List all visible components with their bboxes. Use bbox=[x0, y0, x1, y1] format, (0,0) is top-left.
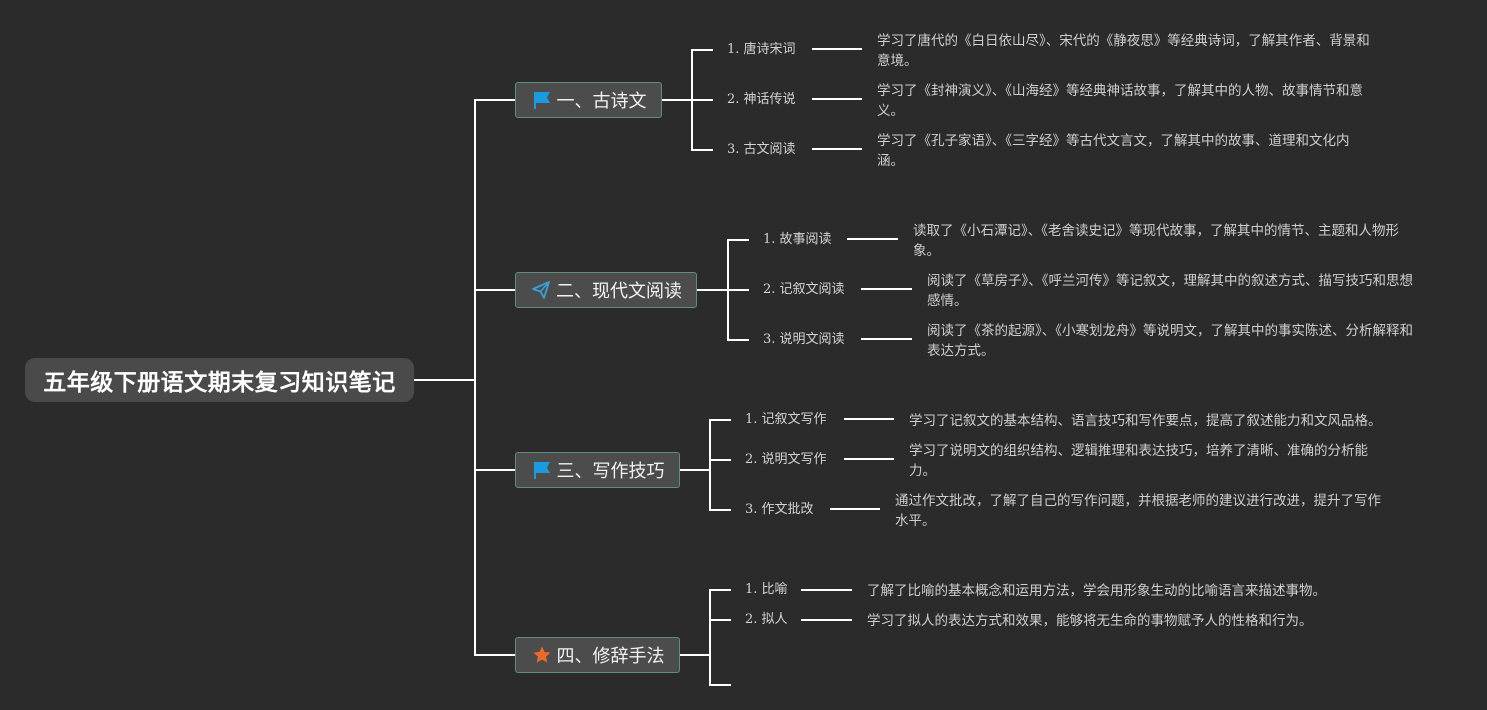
connector-b4-stem bbox=[679, 589, 711, 686]
connector-b1-stem bbox=[661, 49, 693, 151]
subtopic-personification[interactable]: 2. 拟人 bbox=[745, 612, 788, 627]
subtopic-note[interactable]: 学习了拟人的表达方式和效果，能够将无生命的事物赋予人的性格和行为。 bbox=[867, 613, 1313, 629]
subtopic-note[interactable]: 学习了《孔子家语》、《三字经》等古代文言文，了解其中的故事、道理和文化内涵。 bbox=[877, 133, 1350, 169]
subtopic-note[interactable]: 阅读了《草房子》、《呼兰河传》等记叙文，理解其中的叙述方式、描写技巧和思想感情。 bbox=[927, 273, 1413, 309]
subtopic-note[interactable]: 了解了比喻的基本概念和运用方法，学会用形象生动的比喻语言来描述事物。 bbox=[867, 583, 1326, 599]
paper-plane-icon bbox=[530, 279, 552, 301]
subtopic-story-reading[interactable]: 1. 故事阅读 bbox=[763, 232, 832, 247]
subtopic-classical-reading[interactable]: 3. 古文阅读 bbox=[727, 142, 796, 157]
flag-icon bbox=[531, 459, 553, 481]
branch-topic-label: 三、写作技巧 bbox=[556, 461, 665, 482]
subtopic-note[interactable]: 学习了说明文的组织结构、逻辑推理和表达技巧，培养了清晰、准确的分析能力。 bbox=[909, 443, 1368, 479]
subtopic-tang-song-poetry[interactable]: 1. 唐诗宋词 bbox=[727, 42, 796, 57]
subtopic-expository-reading[interactable]: 3. 说明文阅读 bbox=[763, 332, 845, 347]
branch-topic-rhetoric[interactable]: 四、修辞手法 bbox=[515, 637, 680, 673]
branch-topic-label: 一、古诗文 bbox=[556, 91, 647, 112]
branch-topic-label: 四、修辞手法 bbox=[556, 646, 665, 667]
subtopic-note[interactable]: 学习了记叙文的基本结构、语言技巧和写作要点，提高了叙述能力和文风品格。 bbox=[909, 413, 1382, 429]
star-icon bbox=[531, 644, 553, 666]
branch-topic-ancient-poetry[interactable]: 一、古诗文 bbox=[515, 82, 662, 118]
subtopic-note[interactable]: 学习了《封神演义》、《山海经》等经典神话故事，了解其中的人物、故事情节和意义。 bbox=[877, 83, 1363, 119]
subtopic-note[interactable]: 阅读了《茶的起源》、《小寒划龙舟》等说明文，了解其中的事实陈述、分析解释和表达方… bbox=[927, 323, 1413, 359]
root-topic[interactable]: 五年级下册语文期末复习知识笔记 bbox=[25, 358, 414, 402]
root-topic-label: 五年级下册语文期末复习知识笔记 bbox=[43, 370, 396, 396]
branch-topic-label: 二、现代文阅读 bbox=[556, 281, 682, 302]
connector-b3-stem bbox=[679, 419, 711, 511]
subtopic-myths-legends[interactable]: 2. 神话传说 bbox=[727, 92, 796, 107]
subtopic-note[interactable]: 读取了《小石潭记》、《老舍读史记》等现代故事，了解其中的情节、主题和人物形象。 bbox=[913, 223, 1399, 259]
subtopic-note[interactable]: 学习了唐代的《白日依山尽》、宋代的《静夜思》等经典诗词，了解其作者、背景和意境。 bbox=[877, 33, 1370, 69]
subtopic-note[interactable]: 通过作文批改，了解了自己的写作问题，并根据老师的建议进行改进，提升了写作水平。 bbox=[895, 493, 1381, 529]
connector-b2-stem bbox=[696, 239, 729, 341]
subtopic-metaphor[interactable]: 1. 比喻 bbox=[745, 582, 788, 597]
subtopic-narrative-writing[interactable]: 1. 记叙文写作 bbox=[745, 412, 827, 427]
subtopic-essay-revision[interactable]: 3. 作文批改 bbox=[745, 502, 814, 517]
flag-icon bbox=[531, 89, 553, 111]
subtopic-narrative-reading[interactable]: 2. 记叙文阅读 bbox=[763, 282, 845, 297]
branch-topic-modern-reading[interactable]: 二、现代文阅读 bbox=[515, 272, 697, 308]
subtopic-expository-writing[interactable]: 2. 说明文写作 bbox=[745, 452, 827, 467]
branch-topic-writing-skills[interactable]: 三、写作技巧 bbox=[515, 452, 680, 488]
